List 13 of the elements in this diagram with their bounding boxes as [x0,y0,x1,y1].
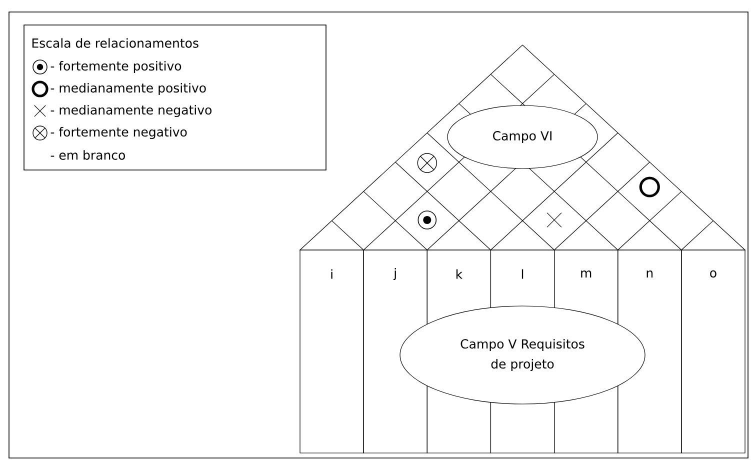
legend-title: Escala de relacionamentos [32,38,198,48]
column-label: o [710,270,716,278]
legend-text: - fortemente positivo [50,60,182,74]
legend-text: - medianamente negativo [50,104,212,118]
legend-text: - em branco [50,150,126,160]
column-label: m [581,270,592,278]
column-label: i [331,269,332,279]
column-label: l [522,269,524,279]
column-label: j [393,268,396,280]
legend-text: - medianamente positivo [50,82,206,96]
column-label: k [456,269,463,279]
column-label: n [646,270,653,278]
legend-text: - fortemente negativo [50,126,187,140]
